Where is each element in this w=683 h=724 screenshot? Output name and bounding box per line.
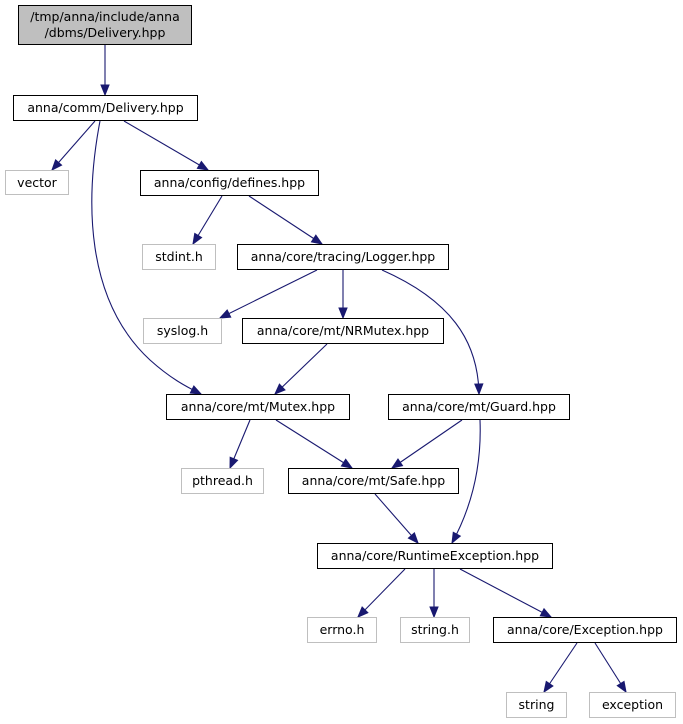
arrowhead-config-defines (196, 160, 210, 171)
edge-comm-delivery-to-vector (51, 120, 96, 171)
node-core-exception-label: anna/core/Exception.hpp (507, 622, 663, 637)
edge-safe-to-runtime-exception (374, 493, 419, 544)
node-mt-mutex-label: anna/core/mt/Mutex.hpp (180, 399, 336, 414)
arrowhead-guard (474, 383, 484, 396)
node-tracing-logger[interactable]: anna/core/tracing/Logger.hpp (237, 244, 449, 270)
node-errno-label: errno.h (319, 622, 365, 637)
arrowhead-mutex (189, 385, 203, 395)
node-mt-nrmutex[interactable]: anna/core/mt/NRMutex.hpp (242, 318, 444, 344)
node-config-defines-label: anna/config/defines.hpp (153, 175, 306, 190)
node-syslog: syslog.h (143, 318, 222, 344)
node-string-label: string (518, 697, 555, 712)
node-mt-guard-label: anna/core/mt/Guard.hpp (402, 399, 556, 414)
node-vector: vector (5, 170, 69, 195)
node-comm-delivery-label: anna/comm/Delivery.hpp (27, 100, 184, 115)
node-stdint: stdint.h (142, 244, 216, 270)
arrowhead-comm-delivery (100, 84, 110, 97)
edge-nrmutex-to-mutex (274, 343, 328, 395)
arrowhead-pthread (229, 456, 239, 470)
edge-mutex-to-safe (275, 419, 353, 469)
arrowhead-exception-hpp (539, 607, 553, 618)
node-string-h-label: string.h (411, 622, 459, 637)
node-pthread: pthread.h (181, 468, 264, 494)
arrowhead-stdint (192, 232, 203, 246)
edge-guard-to-runtime-exception (451, 419, 481, 544)
arrowhead-nrmutex (338, 307, 348, 320)
root-file-path-line1: /tmp/anna/include/anna (30, 9, 180, 24)
edge-comm-delivery-to-config-defines (123, 120, 209, 171)
arrowhead-errno (357, 606, 369, 618)
edge-guard-to-safe (391, 419, 463, 469)
node-runtime-exception[interactable]: anna/core/RuntimeException.hpp (317, 543, 553, 569)
node-string: string (506, 692, 567, 718)
node-core-exception[interactable]: anna/core/Exception.hpp (493, 617, 677, 643)
node-stdint-label: stdint.h (155, 249, 203, 264)
node-comm-delivery[interactable]: anna/comm/Delivery.hpp (13, 95, 198, 121)
node-config-defines[interactable]: anna/config/defines.hpp (140, 170, 319, 196)
arrowhead-logger (310, 234, 324, 245)
node-string-h: string.h (400, 617, 470, 643)
node-mt-safe-label: anna/core/mt/Safe.hpp (301, 473, 446, 488)
arrowhead-safe (390, 458, 404, 469)
arrowhead-vector (51, 158, 63, 172)
node-mt-nrmutex-label: anna/core/mt/NRMutex.hpp (256, 323, 430, 338)
edge-comm-delivery-to-mutex (91, 120, 202, 395)
node-tracing-logger-label: anna/core/tracing/Logger.hpp (250, 249, 436, 264)
arrowhead-mutex (274, 383, 286, 395)
edge-logger-to-guard (381, 269, 480, 395)
node-errno: errno.h (307, 617, 377, 643)
edge-runtime-exception-to-exception-hpp (459, 568, 552, 618)
node-mt-guard[interactable]: anna/core/mt/Guard.hpp (388, 394, 570, 420)
arrowhead-syslog (218, 309, 232, 319)
arrowhead-runtime-exception (451, 531, 462, 545)
edge-config-defines-to-logger (248, 195, 323, 245)
arrowhead-string-h (429, 606, 439, 619)
root-file-node: /tmp/anna/include/anna /dbms/Delivery.hp… (18, 5, 192, 45)
node-exception-label: exception (601, 697, 664, 712)
arrowhead-runtime-exception (407, 531, 419, 545)
edge-runtime-exception-to-errno (357, 568, 406, 618)
node-vector-label: vector (17, 174, 57, 190)
node-mt-mutex[interactable]: anna/core/mt/Mutex.hpp (166, 394, 350, 420)
arrowhead-safe (340, 458, 354, 469)
root-file-path-line2: /dbms/Delivery.hpp (44, 25, 166, 40)
arrowhead-exception (616, 680, 627, 694)
node-syslog-label: syslog.h (156, 323, 209, 338)
node-exception: exception (589, 692, 676, 718)
edge-logger-to-syslog (219, 269, 318, 319)
arrowhead-string (543, 680, 554, 694)
node-runtime-exception-label: anna/core/RuntimeException.hpp (330, 548, 540, 563)
node-mt-safe[interactable]: anna/core/mt/Safe.hpp (288, 468, 459, 494)
node-pthread-label: pthread.h (192, 473, 253, 488)
